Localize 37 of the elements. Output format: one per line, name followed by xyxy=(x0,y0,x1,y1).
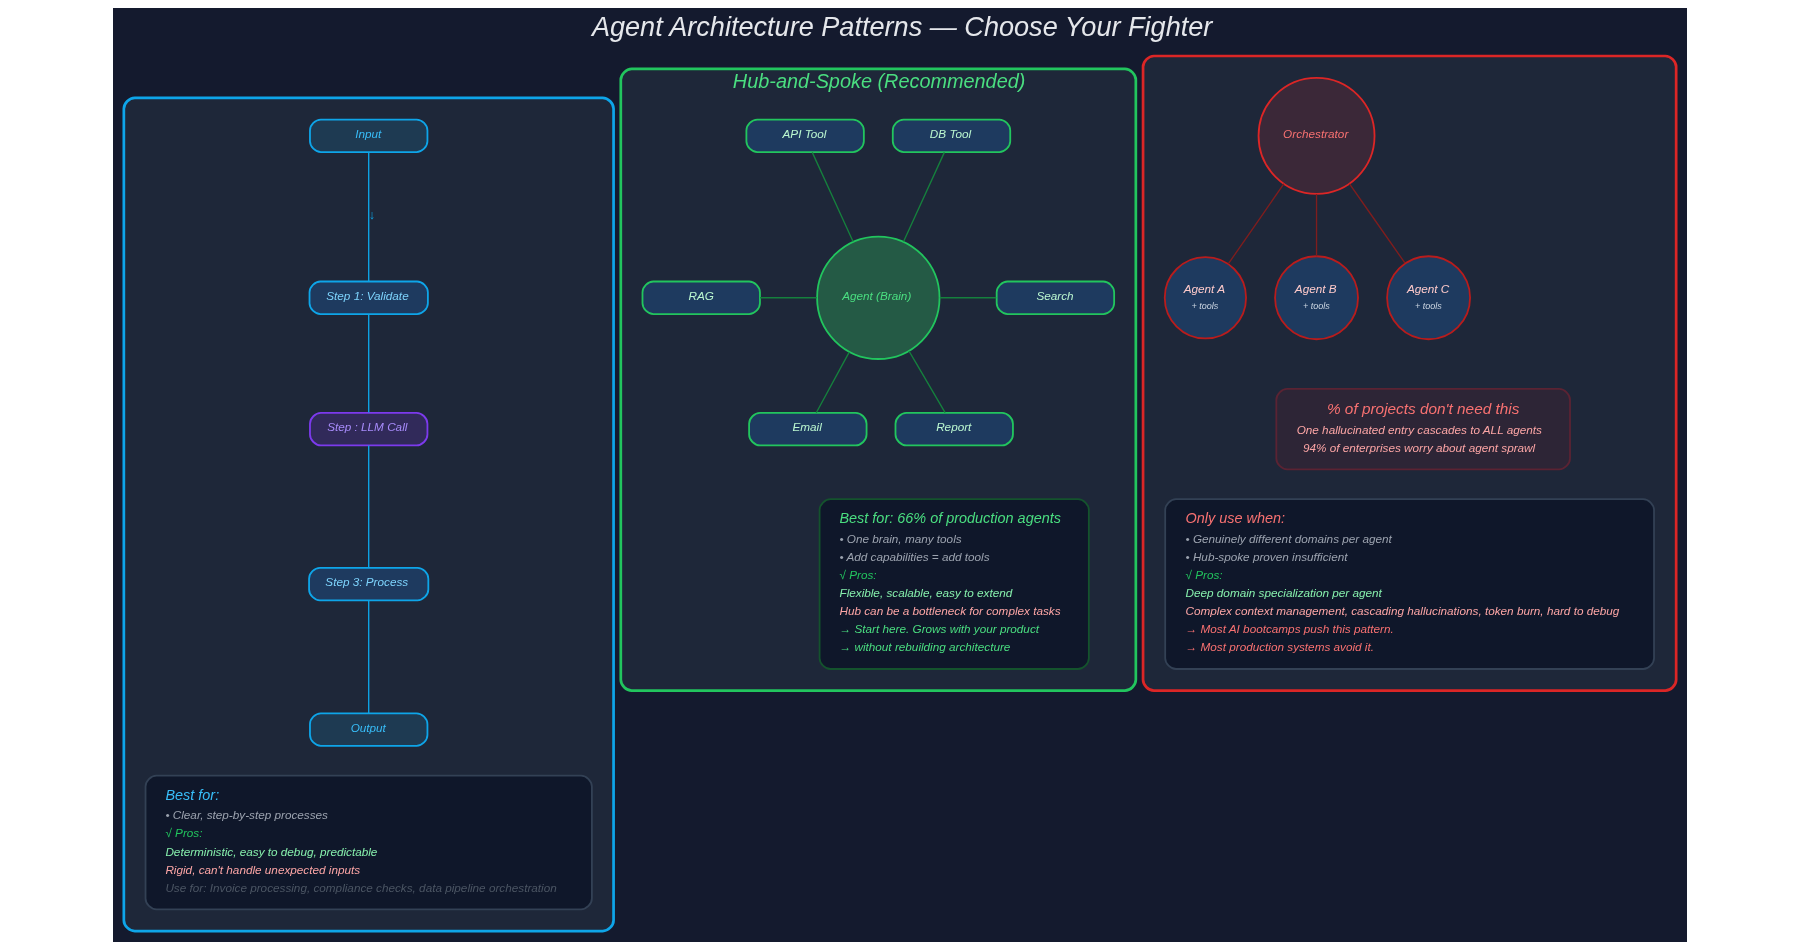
connector xyxy=(1227,183,1285,265)
connector xyxy=(368,313,370,414)
node-box: Best for: 66% of production agents • One brain, many tools • Add capabilities = add tools √ Pros: Flexible, scalable, easy to extend Hub can be a bottleneck for complex tasks → Start here. Grows with your product → without rebuilding architecture xyxy=(818,498,1090,670)
diagram-title: Agent Architecture Patterns — Choose Your Fighter xyxy=(591,11,1213,43)
connector xyxy=(368,151,370,283)
connector xyxy=(1315,193,1318,257)
node-box: Report xyxy=(894,411,1014,447)
node-box: Step 1: Validate xyxy=(308,280,429,315)
node-box: Search xyxy=(995,280,1116,315)
node-box: Input xyxy=(309,118,429,153)
node-box: Email xyxy=(748,411,868,447)
node-box: RAG xyxy=(641,280,761,315)
node-box: Only use when: • Genuinely different domains per agent • Hub-spoke proven insufficient √ Pros: Deep domain specialization per agent Complex context management, cascading hallucinations, token burn, hard to debug → Most AI bootcamps push this pattern. → Most production systems avoid it. xyxy=(1164,498,1655,670)
node-box: API Tool xyxy=(745,118,865,153)
node-box: Best for: • Clear, step-by-step processes √ Pros: Deterministic, easy to debug, predictable Rigid, can't handle unexpected inputs Use for: Invoice processing, compliance checks, data pipeline orchestration xyxy=(144,774,593,911)
node-box: Step 3: Process xyxy=(308,566,430,602)
connector xyxy=(759,297,818,299)
edge-label: ↓ xyxy=(368,207,376,222)
node-circle: Orchestrator xyxy=(1257,76,1376,195)
connector xyxy=(1348,183,1406,264)
connector xyxy=(811,151,854,243)
node-box: Step : LLM Call xyxy=(309,411,429,447)
node-circle: Agent B + tools xyxy=(1274,255,1359,341)
connector xyxy=(908,350,946,414)
connector xyxy=(902,151,946,243)
connector xyxy=(815,351,850,414)
node-box: Output xyxy=(309,712,429,747)
cluster xyxy=(122,96,615,933)
node-box: % of projects don't need this One hallucinated entry cascades to ALL agents 94% of enterprises worry about agent sprawl xyxy=(1275,388,1571,471)
node-circle: Agent A + tools xyxy=(1163,256,1247,340)
node-circle: Agent C + tools xyxy=(1386,255,1471,341)
cluster xyxy=(1141,54,1678,693)
node-circle: Agent (Brain) xyxy=(816,235,941,360)
connector xyxy=(368,444,370,569)
connector xyxy=(939,297,997,299)
connector xyxy=(368,599,370,714)
node-box: DB Tool xyxy=(891,118,1012,153)
